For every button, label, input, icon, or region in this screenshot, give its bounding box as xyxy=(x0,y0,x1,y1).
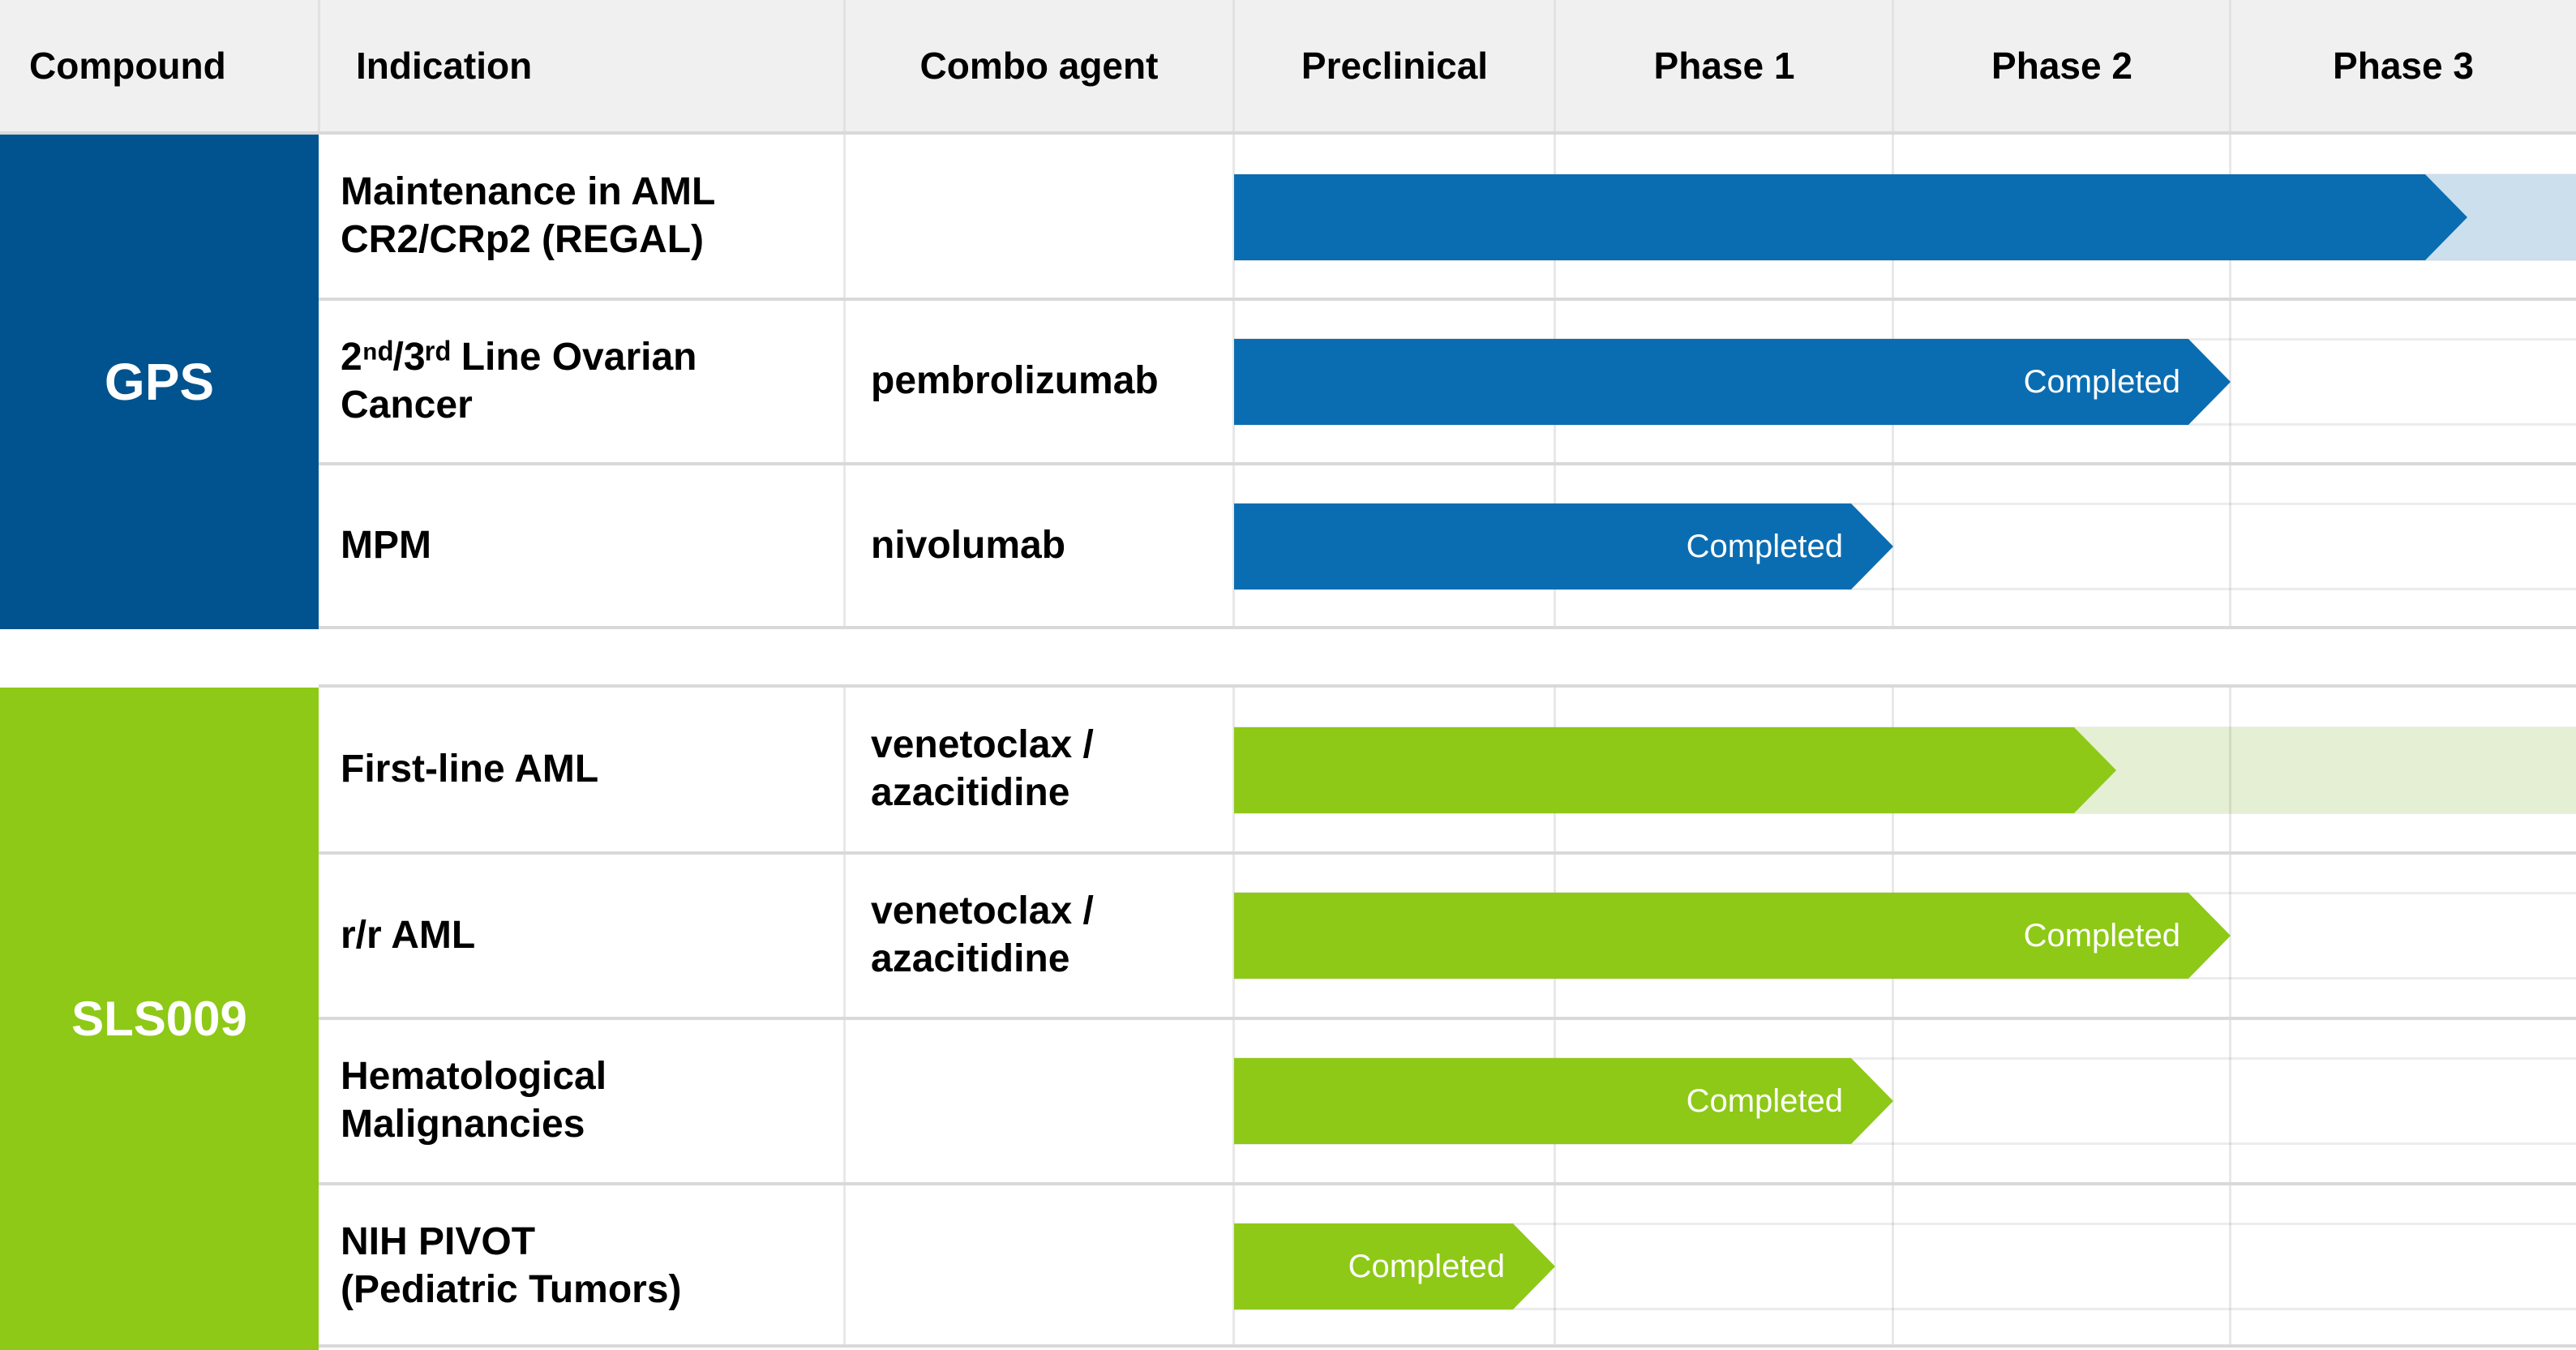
indication-label: First-line AML xyxy=(341,747,599,791)
indication-cell: NIH PIVOT (Pediatric Tumors) xyxy=(319,1185,844,1348)
column-header-compound: Compound xyxy=(0,0,319,131)
indication-cell: MPM xyxy=(319,465,844,626)
column-header-phase-2: Phase 2 xyxy=(1893,0,2231,131)
column-header-combo-agent-label: Combo agent xyxy=(919,45,1159,87)
row-separator xyxy=(319,1182,2576,1185)
indication-cell: r/r AML xyxy=(319,855,844,1017)
progress-bar-hematological: Completed xyxy=(1234,1058,1893,1144)
indication-cell: Maintenance in AML CR2/CRp2 (REGAL) xyxy=(319,135,844,298)
column-header-phase-3-label: Phase 3 xyxy=(2333,45,2474,87)
combo-agent-cell: venetoclax / azacitidine xyxy=(844,688,1234,851)
compound-block-gps: GPS xyxy=(0,135,319,629)
column-header-indication-label: Indication xyxy=(356,45,533,87)
combo-agent-cell: pembrolizumab xyxy=(844,301,1234,462)
bar-status-label: Completed xyxy=(2023,917,2180,954)
gridline xyxy=(1234,503,2576,505)
gridline xyxy=(1234,1142,2576,1145)
progress-bar-ovarian: Completed xyxy=(1234,339,2231,425)
bar-status-label: Completed xyxy=(1686,528,1843,564)
column-header-phase-1-label: Phase 1 xyxy=(1653,45,1795,87)
bar-status-label: Completed xyxy=(1348,1248,1505,1284)
combo-agent-cell: nivolumab xyxy=(844,465,1234,626)
compound-label-gps: GPS xyxy=(104,353,215,411)
indication-label: Maintenance in AML CR2/CRp2 (REGAL) xyxy=(341,169,716,261)
indication-cell: First-line AML xyxy=(319,688,844,851)
indication-cell: 2ⁿᵈ/3ʳᵈ Line Ovarian Cancer xyxy=(319,301,844,462)
indication-label: r/r AML xyxy=(341,913,476,957)
indication-label: MPM xyxy=(341,523,431,567)
gridline xyxy=(1234,1223,2576,1225)
bar-status-label: Completed xyxy=(2023,363,2180,400)
bar-status-label: Completed xyxy=(1686,1082,1843,1119)
combo-agent-label: venetoclax / azacitidine xyxy=(871,889,1094,980)
column-header-combo-agent: Combo agent xyxy=(844,0,1234,131)
row-separator xyxy=(319,1017,2576,1020)
compound-label-sls009: SLS009 xyxy=(71,992,247,1046)
combo-agent-label: pembrolizumab xyxy=(871,359,1159,403)
column-header-phase-2-label: Phase 2 xyxy=(1991,45,2132,87)
grid-divider xyxy=(843,0,846,131)
progress-bar-mpm: Completed xyxy=(1234,504,1893,589)
progress-bar-nih-pivot: Completed xyxy=(1234,1224,1555,1309)
column-header-preclinical-label: Preclinical xyxy=(1301,45,1489,87)
grid-divider xyxy=(1554,0,1556,131)
indication-label: 2ⁿᵈ/3ʳᵈ Line Ovarian Cancer xyxy=(341,335,697,426)
grid-divider xyxy=(2229,0,2231,131)
gridline xyxy=(1234,588,2576,590)
grid-divider xyxy=(1232,135,1235,629)
progress-bar-rr-aml: Completed xyxy=(1234,893,2231,979)
column-header-preclinical: Preclinical xyxy=(1234,0,1555,131)
combo-agent-cell: venetoclax / azacitidine xyxy=(844,855,1234,1017)
grid-divider xyxy=(1232,0,1235,131)
row-separator xyxy=(319,298,2576,301)
indication-label: Hematological Malignancies xyxy=(341,1055,607,1146)
compound-block-sls009: SLS009 xyxy=(0,688,319,1350)
combo-agent-label: nivolumab xyxy=(871,523,1066,567)
row-separator xyxy=(319,462,2576,465)
row-separator xyxy=(319,684,2576,688)
gridline xyxy=(1234,1308,2576,1310)
gridline xyxy=(1234,1057,2576,1060)
column-header-compound-label: Compound xyxy=(29,45,226,87)
row-separator xyxy=(319,1344,2576,1348)
column-header-phase-3: Phase 3 xyxy=(2231,0,2576,131)
combo-agent-label: venetoclax / azacitidine xyxy=(871,723,1094,814)
progress-bar-regal xyxy=(1234,174,2467,260)
grid-divider xyxy=(1892,0,1894,131)
first-line-aml-projection-band xyxy=(2074,727,2576,813)
indication-label: NIH PIVOT (Pediatric Tumors) xyxy=(341,1220,682,1311)
indication-cell: Hematological Malignancies xyxy=(319,1020,844,1182)
column-header-indication: Indication xyxy=(319,0,844,131)
grid-divider xyxy=(843,135,846,629)
progress-bar-first-line-aml xyxy=(1234,727,2116,813)
row-separator xyxy=(319,851,2576,855)
header-bottom-border xyxy=(0,131,2576,135)
grid-divider xyxy=(318,0,320,131)
row-separator xyxy=(319,626,2576,629)
column-header-phase-1: Phase 1 xyxy=(1555,0,1893,131)
